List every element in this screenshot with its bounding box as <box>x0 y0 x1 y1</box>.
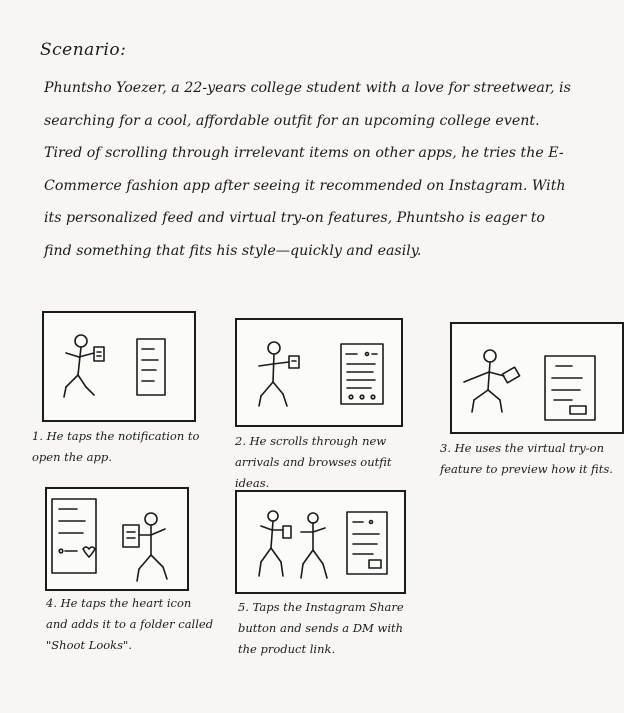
panel-5-sketch <box>258 510 388 579</box>
storyboard-panel-3 <box>450 322 624 434</box>
scenario-title: Scenario: <box>40 40 127 60</box>
panel-4-sketch <box>51 498 168 582</box>
storyboard-panel-5 <box>235 490 406 594</box>
panel-2-sketch <box>258 341 384 407</box>
panel-1-caption: 1. He taps the notification to open the … <box>32 429 200 464</box>
panel-3-sketch <box>463 349 596 421</box>
panel-4-caption: 4. He taps the heart icon and adds it to… <box>46 596 214 652</box>
panel-1-sketch <box>63 334 166 398</box>
panel-5-caption: 5. Taps the Instagram Share button and s… <box>238 600 404 656</box>
heart-icon <box>82 546 96 558</box>
storyboard-panel-1 <box>42 311 196 422</box>
storyboard-panel-2 <box>235 318 403 427</box>
storyboard-panel-4 <box>45 487 189 591</box>
scenario-description: Phuntsho Yoezer, a 22-years college stud… <box>44 80 571 259</box>
panel-3-caption: 3. He uses the virtual try-on feature to… <box>440 441 613 476</box>
panel-2-caption: 2. He scrolls through new arrivals and b… <box>235 434 392 490</box>
